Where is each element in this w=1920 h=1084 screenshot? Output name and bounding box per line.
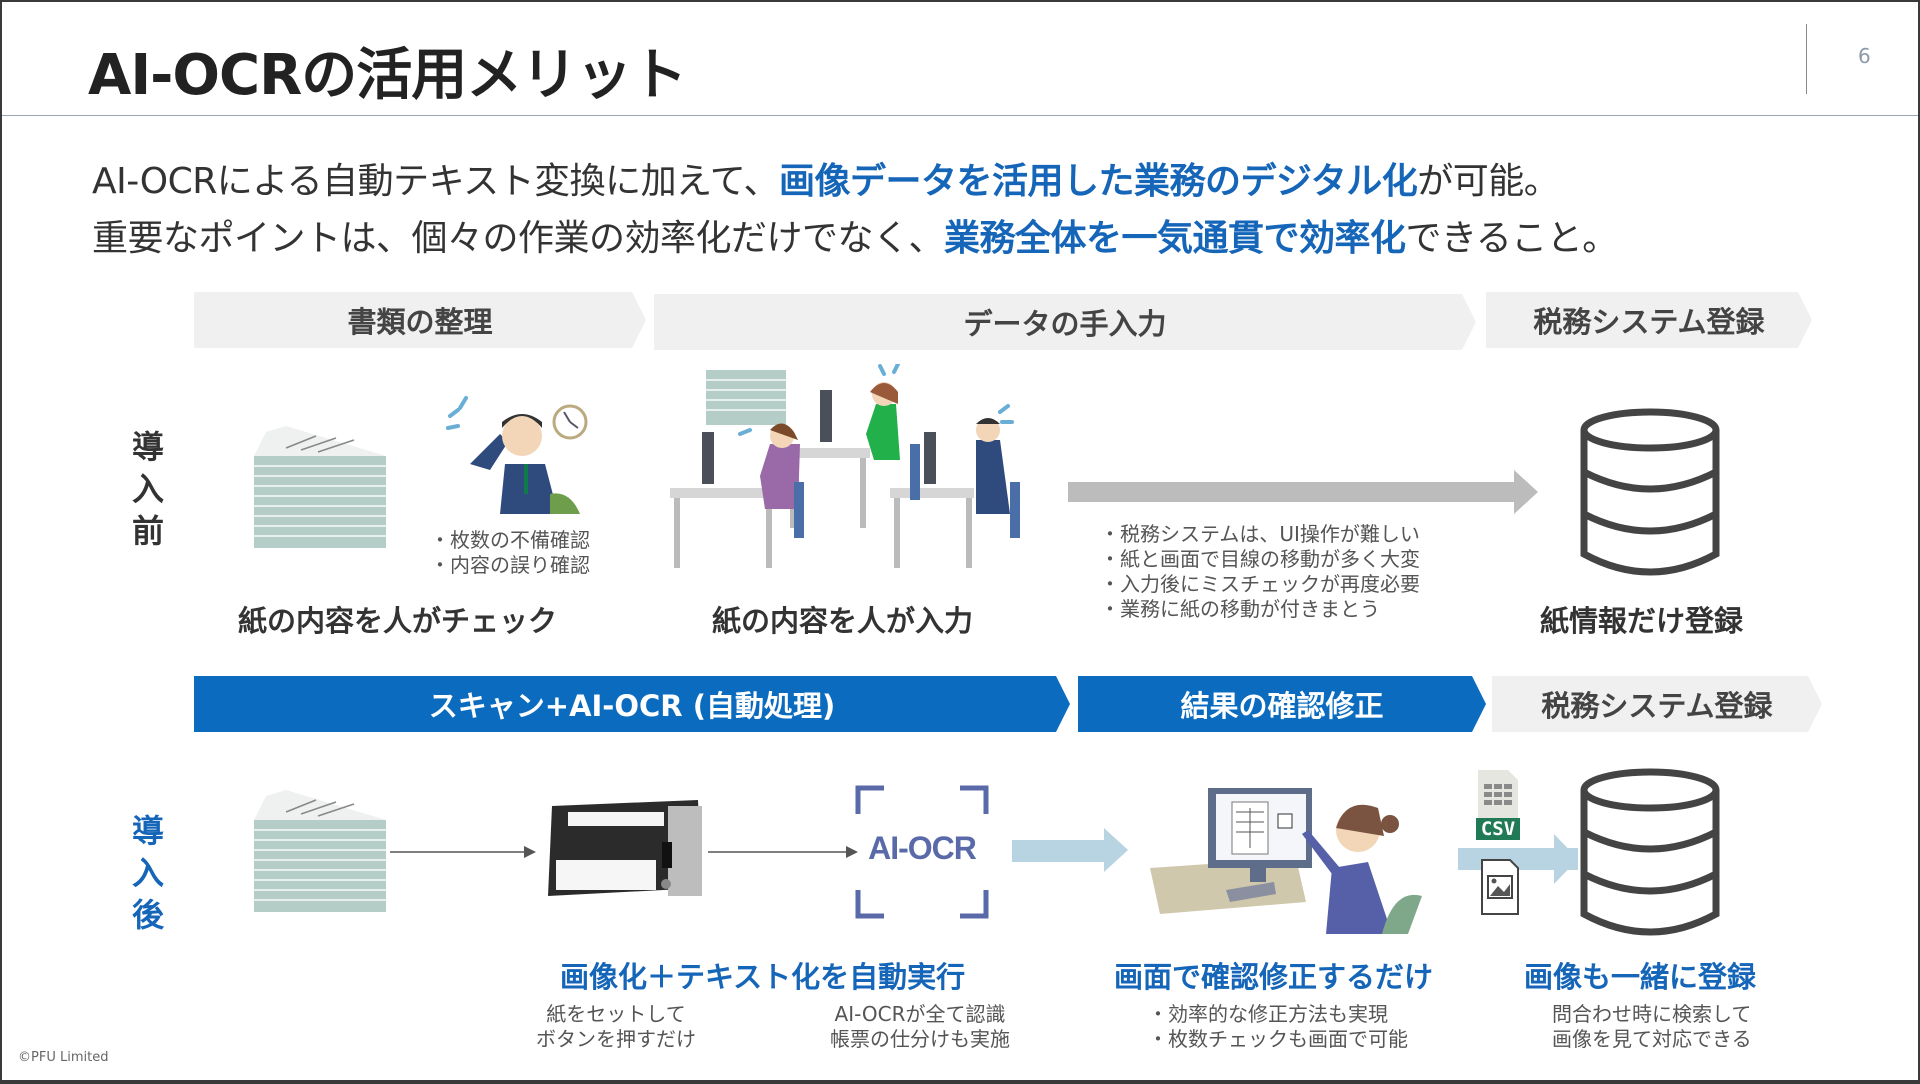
stage-chevron-organize: 書類の整理	[194, 292, 646, 348]
manual-entry-office-illustration	[670, 364, 1020, 568]
header-rule	[2, 115, 1918, 116]
intro-text: が可能。	[1417, 161, 1560, 202]
paper-stack-icon	[254, 426, 386, 548]
ai-ocr-label: AI-OCR	[868, 830, 977, 866]
note-line: ・枚数の不備確認	[430, 528, 590, 552]
stage-label: 書類の整理	[347, 305, 493, 339]
scanner-illustration	[548, 800, 702, 896]
stage-chevron-scan-ai-ocr: スキャン+AI-OCR (自動処理)	[194, 676, 1070, 732]
database-icon	[1580, 768, 1720, 936]
stage-chevron-review: 結果の確認修正	[1078, 676, 1486, 732]
row-label-char: 入	[131, 854, 164, 892]
intro-text: 重要なポイントは、個々の作業の効率化だけでなく、	[92, 218, 945, 259]
note-line: ・効率的な修正方法も実現	[1148, 1002, 1388, 1026]
row-label-char: 導	[131, 428, 164, 466]
note-line: ・内容の誤り確認	[430, 553, 590, 577]
caption-human-input: 紙の内容を人が入力	[712, 604, 974, 638]
note-line: 画像を見て対応できる	[1552, 1027, 1752, 1051]
note-line: ・枚数チェックも画面で可能	[1148, 1027, 1408, 1051]
review-worker-illustration	[1150, 788, 1422, 934]
problem-line: ・入力後にミスチェックが再度必要	[1100, 572, 1420, 596]
intro-highlight: 業務全体を一気通貫で効率化	[944, 218, 1406, 259]
caption-auto-imaging: 画像化＋テキスト化を自動実行	[560, 960, 966, 994]
row-label-char: 後	[131, 896, 164, 934]
grey-arrow-icon	[1068, 470, 1538, 514]
row-label-before: 導 入 前	[126, 426, 170, 552]
csv-label: CSV	[1480, 818, 1516, 840]
problem-line: ・業務に紙の移動が付きまとう	[1100, 597, 1380, 621]
caption-human-check: 紙の内容を人がチェック	[238, 604, 558, 638]
row-label-after: 導 入 後	[126, 810, 170, 936]
intro-text: できること。	[1405, 218, 1619, 259]
thin-arrow-icon	[708, 846, 858, 858]
stage-chevron-tax-system-after: 税務システム登録	[1492, 676, 1822, 732]
paper-stack-icon	[254, 790, 386, 912]
stage-chevron-tax-system: 税務システム登録	[1486, 292, 1812, 348]
scan-notes: 紙をセットして ボタンを押すだけ	[526, 1002, 706, 1052]
row-label-char: 前	[131, 512, 164, 550]
intro-line-1: AI-OCRによる自動テキスト変換に加えて、画像データを活用した業務のデジタル化…	[92, 152, 1560, 204]
stage-label: 税務システム登録	[1533, 305, 1765, 339]
check-notes: ・枚数の不備確認 ・内容の誤り確認	[430, 528, 590, 578]
manual-entry-problems: ・税務システムは、UI操作が難しい ・紙と画面で目線の移動が多く大変 ・入力後に…	[1100, 522, 1420, 622]
intro-text: AI-OCRによる自動テキスト変換に加えて、	[92, 161, 779, 202]
stage-chevron-manual-entry: データの手入力	[654, 294, 1476, 350]
ocr-notes: AI-OCRが全て認識 帳票の仕分けも実施	[822, 1002, 1018, 1052]
stage-label: データの手入力	[963, 307, 1167, 341]
row-label-char: 入	[131, 470, 164, 508]
slide-title: AI-OCRの活用メリット	[88, 43, 687, 108]
worried-worker-illustration	[446, 396, 588, 514]
note-line: ボタンを押すだけ	[536, 1027, 696, 1051]
caption-register-images: 画像も一緒に登録	[1524, 960, 1757, 994]
problem-line: ・税務システムは、UI操作が難しい	[1100, 522, 1420, 546]
note-line: 帳票の仕分けも実施	[830, 1027, 1010, 1051]
intro-highlight: 画像データを活用した業務のデジタル化	[778, 161, 1418, 202]
copyright: ©PFU Limited	[18, 1050, 109, 1065]
light-blue-arrow-icon	[1012, 828, 1128, 872]
ai-ocr-scan-frame-icon	[855, 785, 989, 919]
caption-screen-review: 画面で確認修正するだけ	[1114, 960, 1434, 994]
intro-line-2: 重要なポイントは、個々の作業の効率化だけでなく、業務全体を一気通貫で効率化できる…	[92, 209, 1618, 261]
header-divider	[1806, 24, 1807, 94]
stage-label: スキャン+AI-OCR (自動処理)	[428, 689, 836, 723]
note-line: AI-OCRが全て認識	[834, 1002, 1006, 1026]
thin-arrow-icon	[390, 846, 536, 858]
note-line: 問合わせ時に検索して	[1552, 1002, 1752, 1026]
problem-line: ・紙と画面で目線の移動が多く大変	[1100, 547, 1420, 571]
caption-paper-only: 紙情報だけ登録	[1540, 604, 1744, 638]
stage-label: 結果の確認修正	[1180, 689, 1384, 723]
stage-label: 税務システム登録	[1541, 689, 1773, 723]
review-notes: ・効率的な修正方法も実現 ・枚数チェックも画面で可能	[1148, 1002, 1408, 1052]
database-icon	[1580, 408, 1720, 576]
export-files-icon	[1458, 770, 1578, 915]
note-line: 紙をセットして	[546, 1002, 686, 1026]
page-number: 6	[1858, 44, 1871, 68]
register-notes: 問合わせ時に検索して 画像を見て対応できる	[1552, 1002, 1752, 1052]
row-label-char: 導	[131, 812, 164, 850]
